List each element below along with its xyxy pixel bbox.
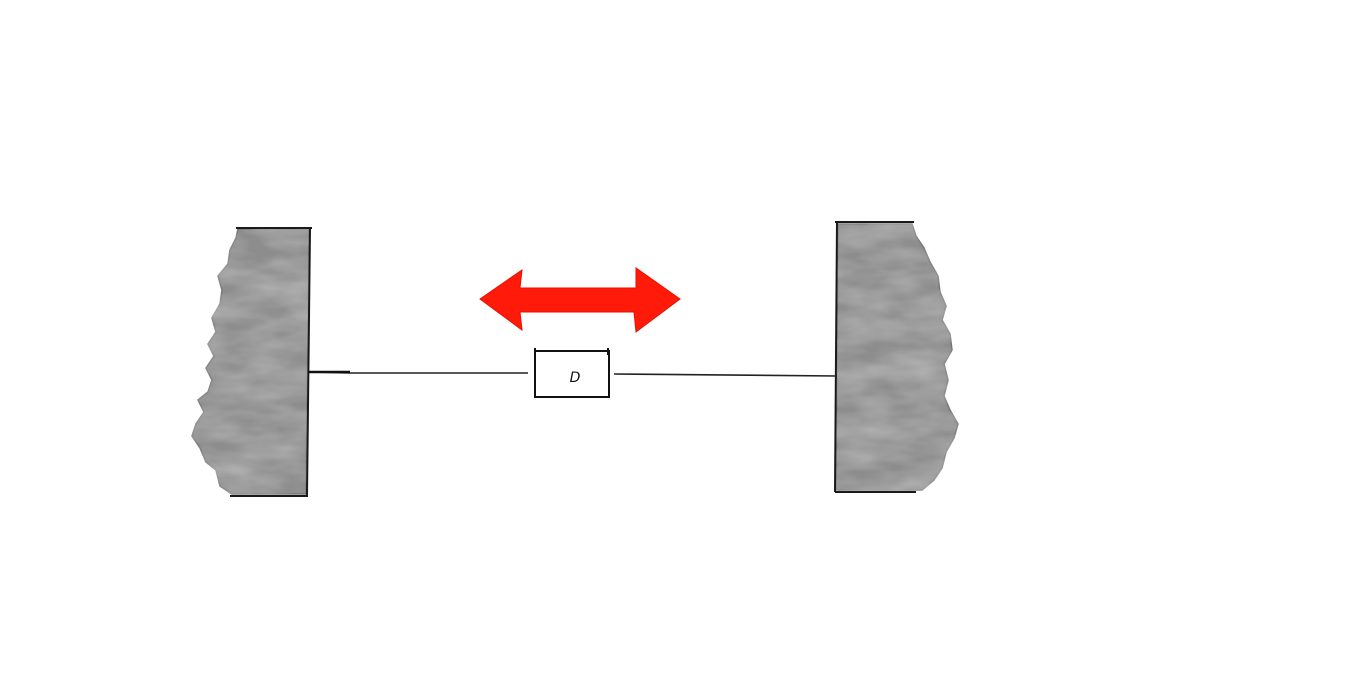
left-wall-face (306, 227, 311, 497)
damper-label: D (570, 370, 581, 386)
damper-box (534, 350, 610, 398)
double-arrow-icon (479, 267, 681, 333)
left-wall-fill (191, 228, 310, 495)
right-wall-face (834, 221, 838, 493)
left-wall (191, 227, 312, 497)
right-wall (834, 221, 959, 493)
right-wall-fill (835, 223, 959, 491)
damper: D (534, 348, 610, 398)
right-rod (613, 373, 838, 377)
